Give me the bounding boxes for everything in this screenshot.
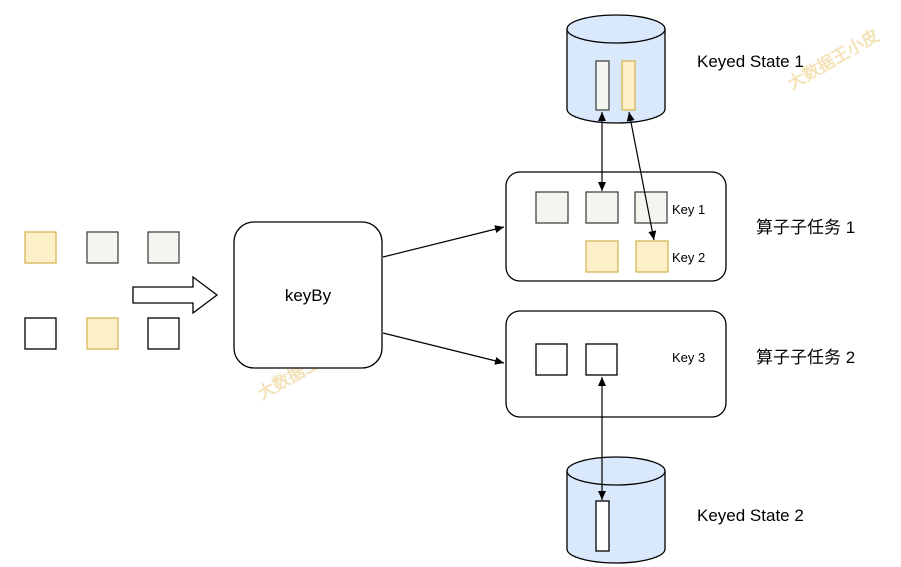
state2-slot-key3 <box>595 500 610 552</box>
key1-label: Key 1 <box>672 202 705 217</box>
key3-element <box>535 343 568 376</box>
state-access-arrow-key2 <box>626 111 657 241</box>
input-element-key3 <box>24 317 57 350</box>
key3-label: Key 3 <box>672 350 705 365</box>
key1-element <box>585 191 619 224</box>
key1-element <box>535 191 569 224</box>
subtask2-box: Key 3 <box>505 310 727 418</box>
subtask1-box: Key 1 Key 2 <box>505 171 727 282</box>
flow-arrow <box>132 275 219 315</box>
route-arrow-subtask1 <box>382 225 505 258</box>
keyby-operator: keyBy <box>233 221 383 369</box>
key2-label: Key 2 <box>672 250 705 265</box>
input-element-key3 <box>147 317 180 350</box>
subtask1-title: 算子子任务 1 <box>756 218 855 237</box>
input-element-key1 <box>86 231 119 264</box>
key2-element <box>585 240 619 273</box>
key3-element <box>585 343 618 376</box>
keyed-state-2-cylinder <box>566 456 666 564</box>
input-element-key2 <box>24 231 57 264</box>
subtask2-title: 算子子任务 2 <box>756 348 855 367</box>
keyed-state-1-label: Keyed State 1 <box>697 52 804 71</box>
route-arrow-subtask2 <box>382 332 505 365</box>
key1-element <box>634 191 668 224</box>
state1-slot-key2 <box>621 60 636 111</box>
state1-slot-key1 <box>595 60 610 111</box>
key2-element <box>635 240 669 273</box>
keyed-state-2-label: Keyed State 2 <box>697 506 804 525</box>
keyed-state-1-cylinder <box>566 14 666 124</box>
input-element-key2 <box>86 317 119 350</box>
input-element-key1 <box>147 231 180 264</box>
keyby-label: keyBy <box>285 286 332 305</box>
input-stream <box>24 231 180 350</box>
